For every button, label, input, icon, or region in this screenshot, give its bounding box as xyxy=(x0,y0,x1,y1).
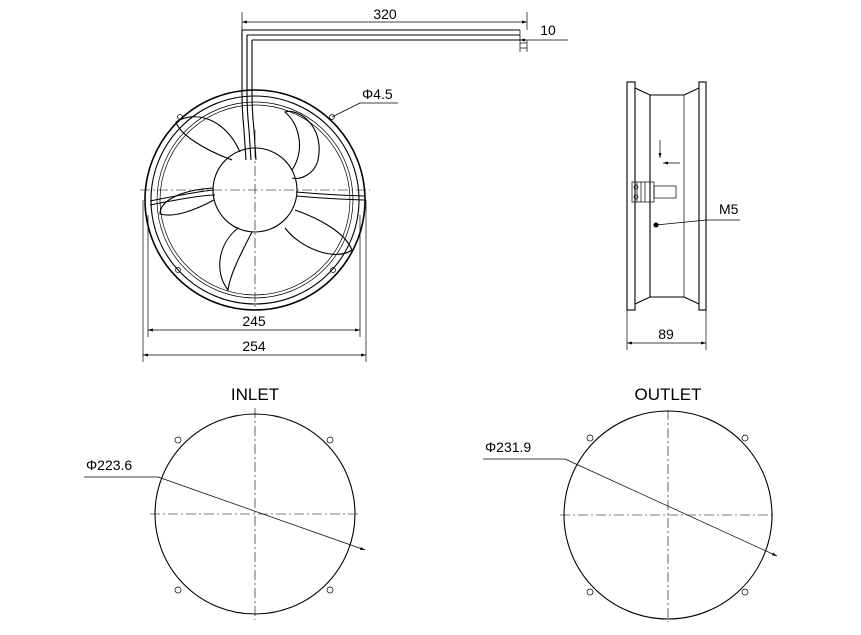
side-view: M5 89 xyxy=(626,81,740,350)
fan-blade xyxy=(159,187,215,216)
dim-thread: M5 xyxy=(719,201,739,217)
dim-inlet-diameter: Φ223.6 xyxy=(86,457,132,473)
inlet-view: INLET Φ223.6 xyxy=(84,385,366,620)
dim-cable-length: 320 xyxy=(373,6,397,22)
mounting-hole xyxy=(326,586,334,594)
dim-frame-inner: 245 xyxy=(242,313,266,329)
frame-inner-ring xyxy=(150,95,360,305)
lead-cable xyxy=(241,30,247,161)
frame-outer-ring xyxy=(144,89,366,311)
mounting-hole xyxy=(330,267,336,273)
mounting-hole xyxy=(586,434,594,442)
side-flange-right xyxy=(698,81,707,311)
outlet-view: OUTLET Φ231.9 xyxy=(483,385,778,622)
mounting-hole xyxy=(741,434,749,442)
dim-frame-outer: 254 xyxy=(242,338,266,354)
mounting-hole xyxy=(326,436,334,444)
mounting-hole xyxy=(177,114,183,120)
dim-outlet-diameter: Φ231.9 xyxy=(485,439,531,455)
fan-blade xyxy=(284,209,353,255)
mounting-hole xyxy=(741,588,749,596)
dim-depth: 89 xyxy=(658,326,674,342)
fan-blade xyxy=(283,110,320,179)
outlet-title: OUTLET xyxy=(634,385,701,404)
fan-blade xyxy=(219,227,253,292)
support-strut xyxy=(149,194,216,206)
mounting-hole xyxy=(174,436,182,444)
fan-blade xyxy=(175,116,241,161)
inlet-title: INLET xyxy=(231,385,279,404)
mounting-hole xyxy=(174,586,182,594)
support-strut xyxy=(295,191,365,197)
side-flange-left xyxy=(626,81,636,311)
mounting-hole xyxy=(175,267,181,273)
front-view: 320 10 Φ4.5 245 254 xyxy=(140,6,568,362)
dim-lead-length: 10 xyxy=(540,22,556,38)
mounting-hole xyxy=(586,588,594,596)
mounting-hole xyxy=(329,114,335,120)
dim-hole-diameter: Φ4.5 xyxy=(362,86,393,102)
